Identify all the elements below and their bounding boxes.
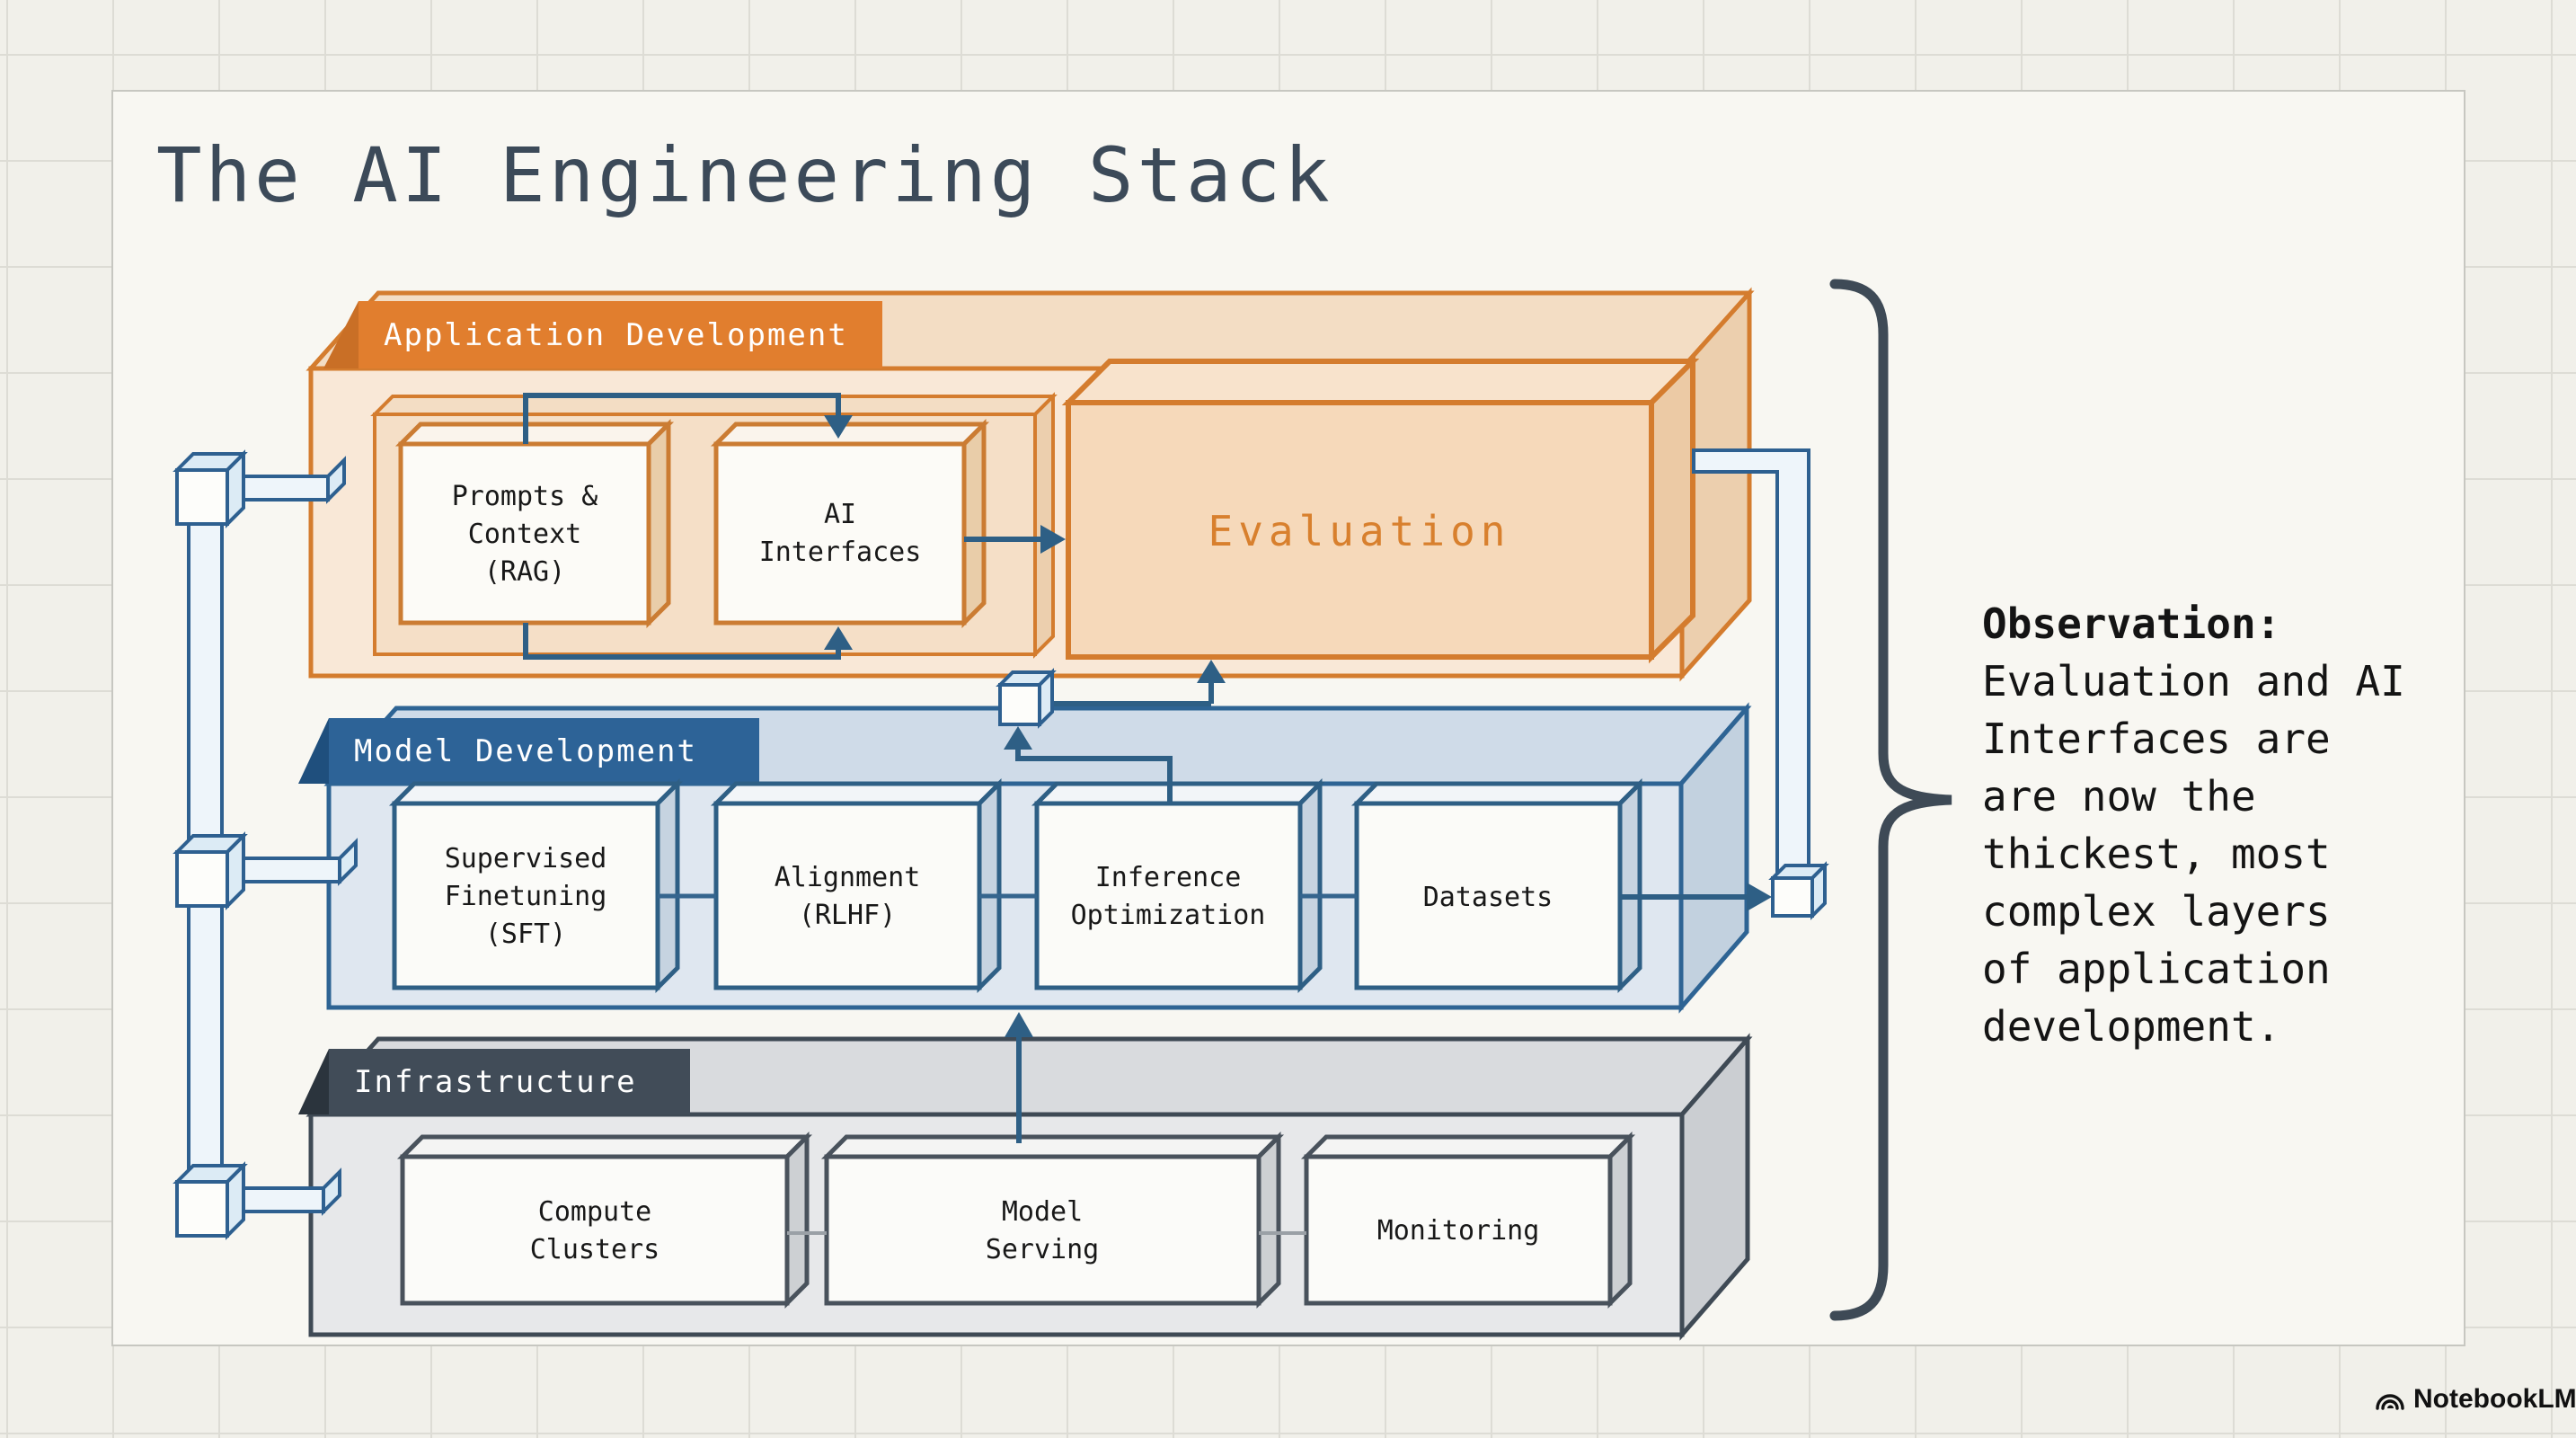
box-datasets: Datasets [1350,777,1646,994]
box-label: Serving [986,1234,1099,1265]
box-label: Finetuning [445,881,607,912]
infra-tab-bevel [298,1049,329,1114]
box-compute-clusters: Compute Clusters [396,1131,813,1309]
box-model-serving: Model Serving [820,1131,1285,1309]
evaluation-label: Evaluation [1208,507,1511,555]
box-label: Model [1002,1196,1083,1228]
arrowhead-up-icon [1005,1012,1033,1037]
curly-brace [1829,279,1952,1321]
box-label: AI [824,499,856,530]
box-ai-interfaces: AI Interfaces [710,418,990,629]
box-label: Inference [1095,862,1242,893]
box-label: Monitoring [1377,1215,1540,1247]
box-label: (SFT) [485,919,566,950]
box-label: Alignment [775,862,921,893]
observation-heading: Observation: [1982,599,2281,648]
observation-line: development. [1982,1002,2281,1051]
model-tab-label: Model Development [354,733,697,769]
box-label: (RLHF) [799,900,896,931]
infra-tab [329,1049,690,1114]
left-pipe-assembly [173,449,358,1240]
box-label: Interfaces [759,537,922,568]
arrowhead-up-icon [1004,726,1032,750]
box-alignment-rlhf: Alignment (RLHF) [710,777,1005,994]
layer-application-development: Application Development Prompts & Contex… [305,287,1755,682]
arrowhead-down-icon [824,415,853,439]
observation-line: Interfaces are [1982,715,2331,763]
box-label: Supervised [445,843,607,874]
layer-infrastructure: Infrastructure Compute Clusters Model Se… [298,1033,1753,1341]
box-label: Context [468,519,581,550]
arrowhead-up-icon [1197,660,1226,683]
box-monitoring: Monitoring [1300,1131,1636,1309]
box-supervised-finetuning: Supervised Finetuning (SFT) [388,777,684,994]
observation-line: are now the [1982,772,2256,821]
arrow-prompts-to-interfaces-top [523,393,841,444]
app-layer-arrows [523,393,1042,660]
box-label: (RAG) [484,556,565,588]
model-tab [329,718,759,784]
observation-line: complex layers [1982,887,2331,936]
box-prompts-context-rag: Prompts & Context (RAG) [394,418,675,629]
page-title: The AI Engineering Stack [156,131,1333,219]
junction-cube [173,449,248,528]
observation-note: Observation: Evaluation and AI Interface… [1982,595,2485,1055]
brand-footer: NotebookLM [2374,1384,2576,1415]
pipe-evaluation-to-datasets [1692,448,1829,920]
junction-cube [173,831,248,910]
notebooklm-logo-icon [2376,1394,2404,1410]
box-label: Clusters [530,1234,660,1265]
junction-cube [996,668,1057,729]
box-label: Prompts & [452,481,598,512]
junction-cube [173,1161,248,1240]
infra-tab-label: Infrastructure [354,1064,637,1100]
box-label: Compute [538,1196,651,1228]
observation-line: thickest, most [1982,830,2331,878]
app-tab-label: Application Development [384,317,848,353]
arrowhead-right-icon [1040,525,1066,554]
observation-line: of application [1982,945,2331,993]
arrowhead-right-icon [1747,883,1772,911]
cross-layer-arrows [996,660,1772,1143]
box-evaluation: Evaluation [1061,354,1700,664]
app-tab [359,301,882,368]
observation-line: Evaluation and AI [1982,657,2405,706]
model-tab-bevel [298,718,329,784]
app-tab-bevel [323,301,359,368]
box-label: Datasets [1423,882,1554,913]
arrow-prompts-to-interfaces-bottom [523,623,841,660]
arrowhead-up-icon [824,626,853,650]
junction-cube [1768,861,1829,920]
box-inference-optimization: Inference Optimization [1031,777,1326,994]
arrow-inference-to-junction [1015,748,1173,805]
layer-model-development: Model Development Supervised Finetuning … [298,702,1752,1014]
brand-name: NotebookLM [2413,1384,2576,1414]
box-label: Optimization [1071,900,1266,931]
